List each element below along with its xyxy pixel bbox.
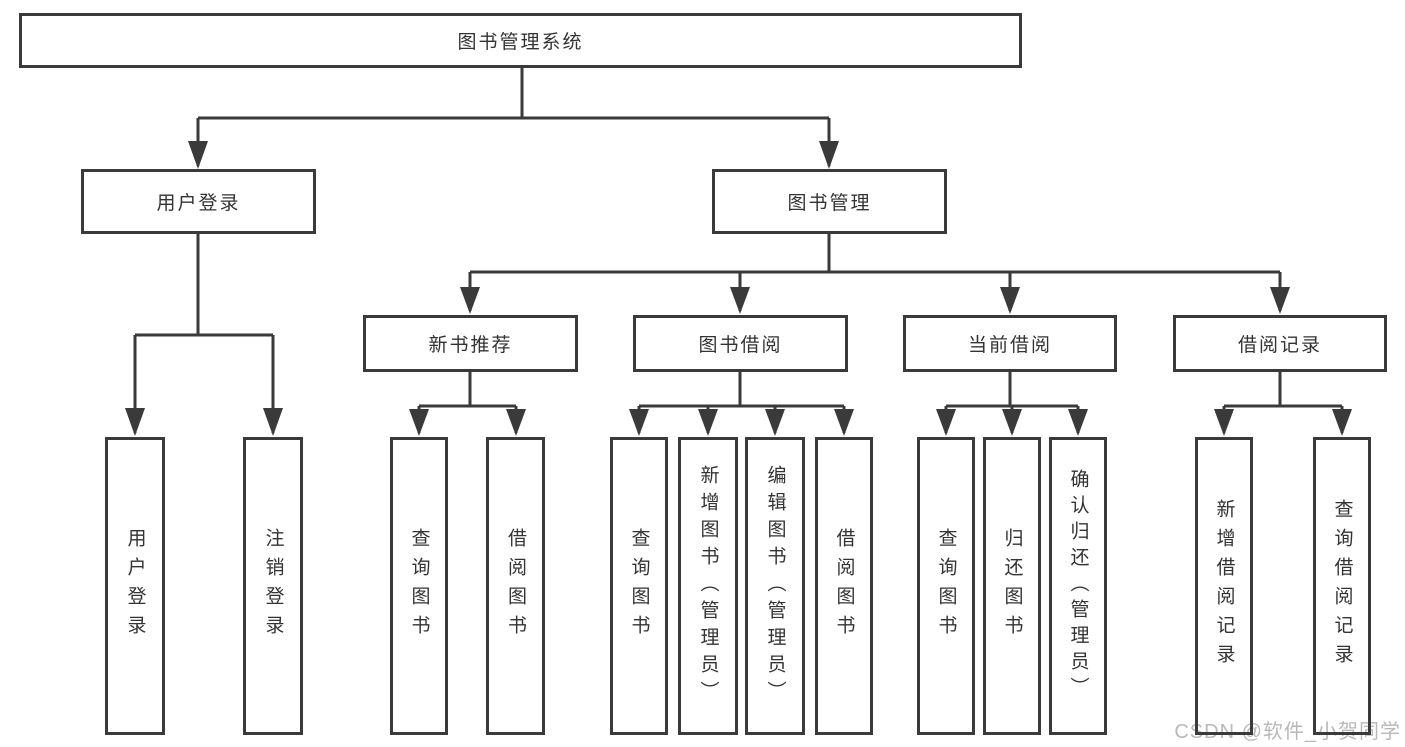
node-book-management: 图书管理 (712, 169, 947, 234)
node-leaf-edit-books-admin: 编辑图书（管理员） (745, 437, 805, 735)
node-label: 查询借阅记录 (1331, 499, 1353, 673)
connector-current-borrowing-to-leaves (936, 372, 1088, 436)
node-leaf-user-login: 用户登录 (105, 437, 165, 735)
node-label: 编辑图书（管理员） (764, 464, 786, 708)
node-label: 图书管理系统 (457, 32, 584, 53)
node-current-borrowing: 当前借阅 (903, 315, 1117, 372)
node-borrowing-records: 借阅记录 (1173, 315, 1387, 372)
connector-book-management-to-level3 (460, 234, 1290, 314)
node-label: 当前借阅 (967, 335, 1052, 356)
node-label: 借阅图书 (833, 528, 855, 644)
node-leaf-add-borrow-record: 新增借阅记录 (1195, 437, 1253, 735)
node-leaf-query-borrow-record: 查询借阅记录 (1313, 437, 1371, 735)
connector-borrowing-records-to-leaves (1214, 372, 1352, 436)
node-leaf-query-books-3: 查询图书 (917, 437, 975, 735)
node-label: 查询图书 (935, 528, 957, 644)
node-leaf-query-books-1: 查询图书 (390, 437, 448, 735)
node-label: 新书推荐 (428, 335, 513, 356)
connector-new-book-recommend-to-leaves (409, 372, 526, 436)
watermark: CSDN @软件_小贺同学 (1174, 721, 1401, 743)
node-label: 用户登录 (156, 193, 241, 214)
connector-user-login-to-leaves (125, 234, 283, 436)
node-leaf-return-books: 归还图书 (983, 437, 1041, 735)
node-leaf-confirm-return-admin: 确认归还（管理员） (1049, 437, 1107, 735)
node-label: 图书借阅 (698, 335, 783, 356)
connector-root-to-level2 (188, 68, 839, 169)
node-label: 归还图书 (1001, 528, 1023, 644)
node-label: 注销登录 (262, 528, 284, 644)
node-leaf-borrow-books-2: 借阅图书 (815, 437, 873, 735)
node-leaf-add-books-admin: 新增图书（管理员） (678, 437, 738, 735)
node-leaf-logout: 注销登录 (243, 437, 303, 735)
node-label: 查询图书 (628, 528, 650, 644)
connector-book-borrowing-to-leaves (629, 372, 854, 436)
node-leaf-query-books-2: 查询图书 (610, 437, 668, 735)
node-label: 图书管理 (787, 193, 872, 214)
node-new-book-recommend: 新书推荐 (363, 315, 578, 372)
node-label: 确认归还（管理员） (1067, 469, 1089, 703)
node-user-login: 用户登录 (81, 169, 316, 234)
node-label: 查询图书 (408, 528, 430, 644)
node-leaf-borrow-books-1: 借阅图书 (486, 437, 545, 735)
node-book-borrowing: 图书借阅 (633, 315, 848, 372)
node-label: 用户登录 (124, 528, 146, 644)
node-label: 新增借阅记录 (1213, 499, 1235, 673)
node-library-management-system: 图书管理系统 (19, 13, 1022, 68)
node-label: 借阅记录 (1237, 335, 1322, 356)
node-label: 借阅图书 (505, 528, 526, 644)
node-label: 新增图书（管理员） (697, 464, 719, 708)
